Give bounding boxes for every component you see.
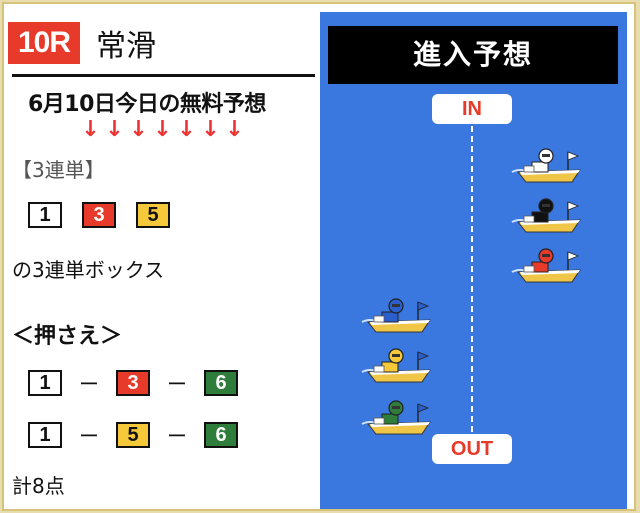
down-arrow-icon: ↓ — [177, 117, 196, 142]
forecast-header: 進入予想 — [328, 26, 618, 84]
boat-number-3: 3 — [82, 202, 116, 228]
dash-separator: ー — [79, 372, 99, 396]
osae-label: ＜押さえ＞ — [12, 324, 123, 349]
page-title: 6月10日今日の無料予想 — [28, 92, 266, 117]
boat-number-5: 5 — [116, 421, 150, 448]
trifecta-label: 【3連単】 — [12, 158, 105, 182]
osae-combo-1: 1 ー 3 ー 6 — [28, 368, 238, 397]
trifecta-box-numbers: 1 3 5 — [28, 202, 170, 228]
boat-number-1: 1 — [28, 202, 62, 228]
down-arrows: ↓ ↓ ↓ ↓ ↓ ↓ ↓ — [80, 118, 245, 142]
boat-number-5: 5 — [136, 202, 170, 228]
boat-number-6: 6 — [204, 369, 238, 396]
boat-number-1: 1 — [28, 421, 62, 448]
down-arrow-icon: ↓ — [153, 117, 172, 142]
osae-combo-2: 1 ー 5 ー 6 — [28, 420, 238, 449]
lane-divider — [471, 126, 473, 432]
down-arrow-icon: ↓ — [105, 117, 124, 142]
boat-number-6: 6 — [204, 421, 238, 448]
racing-boat-icon — [510, 192, 586, 236]
down-arrow-icon: ↓ — [129, 117, 148, 142]
racing-boat-icon — [510, 242, 586, 286]
in-label: IN — [432, 94, 512, 124]
race-heading: 10R 常滑 — [8, 20, 156, 66]
racing-boat-icon — [360, 342, 436, 386]
down-arrow-icon: ↓ — [225, 117, 244, 142]
dash-separator: ー — [79, 424, 99, 448]
down-arrow-icon: ↓ — [81, 117, 100, 142]
race-number-badge: 10R — [8, 22, 81, 64]
boat-number-3: 3 — [116, 369, 150, 396]
trifecta-box-text: の3連単ボックス — [12, 258, 165, 282]
down-arrow-icon: ↓ — [201, 117, 220, 142]
entry-forecast-panel: 進入予想 IN OUT — [320, 12, 627, 509]
heading-underline — [12, 74, 315, 77]
racing-boat-icon — [360, 292, 436, 336]
venue-name: 常滑 — [96, 29, 157, 64]
racing-boat-icon — [360, 394, 436, 438]
racing-boat-icon — [510, 142, 586, 186]
dash-separator: ー — [167, 372, 187, 396]
total-points: 計8点 — [12, 474, 65, 498]
boat-number-1: 1 — [28, 369, 62, 396]
out-label: OUT — [432, 434, 512, 464]
dash-separator: ー — [167, 424, 187, 448]
